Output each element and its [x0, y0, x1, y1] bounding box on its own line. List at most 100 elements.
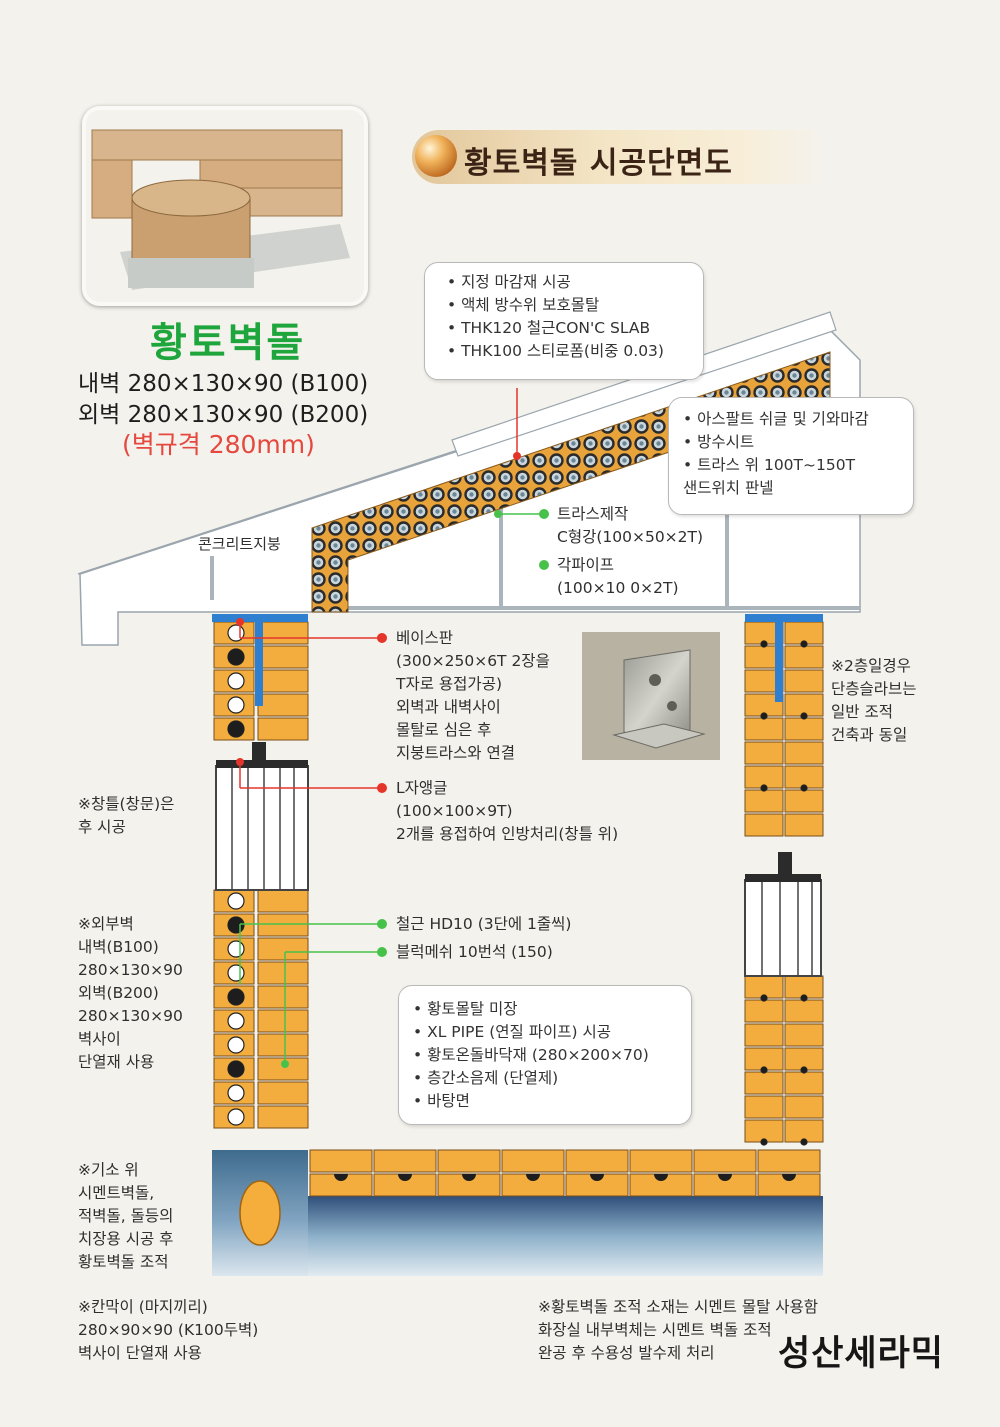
floor-pipe-hole	[334, 1174, 348, 1181]
floor-slab-base	[308, 1196, 823, 1276]
brick-course	[257, 889, 309, 913]
left-window-frame	[215, 742, 309, 891]
label-rebar: 철근 HD10 (3단에 1줄씩)	[396, 915, 572, 933]
mortar-dot	[800, 784, 808, 792]
brick-course	[744, 1071, 784, 1095]
roof-slab-upper-plate	[451, 311, 837, 457]
brick-course	[257, 669, 309, 693]
brick-course	[784, 1071, 824, 1095]
brick-course	[257, 1105, 309, 1129]
mortar-dot	[800, 994, 808, 1002]
mortar-dot	[800, 1066, 808, 1074]
right-top-plate	[745, 614, 823, 622]
page-title: 황토벽돌 시공단면도	[464, 146, 733, 181]
label-truss: 트라스제작 C형강(100×50×2T)	[557, 505, 704, 546]
brick-core-hole	[227, 648, 245, 666]
brick-core-hole	[227, 672, 245, 690]
mortar-dot	[800, 640, 808, 648]
brick-course	[784, 645, 824, 669]
label-concrete-roof: 콘크리트지붕	[198, 535, 281, 553]
right-steel-post	[775, 618, 783, 702]
product-title: 황토벽돌	[150, 319, 306, 366]
wall-size-note: (벽규격 280mm)	[122, 430, 315, 459]
brick-course	[744, 717, 784, 741]
floor-brick-row	[309, 1149, 821, 1197]
brick-course	[257, 937, 309, 961]
brick-course	[744, 813, 784, 837]
mortar-dot	[760, 640, 768, 648]
mortar-dot	[760, 994, 768, 1002]
brick-core-hole	[227, 1012, 245, 1030]
brick-core-hole	[227, 988, 245, 1006]
mortar-dot	[800, 1138, 808, 1146]
floor-pipe-hole	[398, 1174, 412, 1181]
brick-course	[257, 717, 309, 741]
brick-core-hole	[227, 940, 245, 958]
brick-core-hole	[227, 1036, 245, 1054]
brick-core-hole	[227, 964, 245, 982]
mortar-dot	[760, 1138, 768, 1146]
brick-core-hole	[227, 916, 245, 934]
floor-pipe-hole	[526, 1174, 540, 1181]
floor-brick	[437, 1149, 501, 1173]
label-note-bottom: ※황토벽돌 조적 소재는 시멘트 몰탈 사용함 화장실 내부벽체는 시멘트 벽돌…	[538, 1298, 819, 1362]
brick-course	[257, 645, 309, 669]
mortar-dot	[760, 712, 768, 720]
label-second-floor: ※2층일경우 단층슬라브는 일반 조적 건축과 동일	[831, 657, 917, 744]
brick-course	[744, 1095, 784, 1119]
brick-core-hole	[227, 892, 245, 910]
outer-wall-spec: 외벽 280×130×90 (B200)	[78, 402, 369, 428]
floor-pipe-hole	[718, 1174, 732, 1181]
foundation-pipe	[239, 1180, 281, 1246]
brick-course	[257, 913, 309, 937]
label-foundation: ※기소 위 시멘트벽돌, 적벽돌, 돌등의 치장용 시공 후 황토벽돌 조적	[78, 1161, 174, 1271]
inner-wall-spec: 내벽 280×130×90 (B100)	[78, 371, 369, 397]
brick-photo-frame	[82, 106, 368, 306]
brick-core-hole	[227, 696, 245, 714]
floor-brick	[373, 1149, 437, 1173]
right-brick-wall	[744, 621, 824, 1146]
mortar-dot	[760, 1066, 768, 1074]
brick-course	[784, 789, 824, 813]
brick-course	[257, 693, 309, 717]
left-steel-post	[255, 616, 263, 706]
brick-course	[257, 1057, 309, 1081]
floor-brick	[501, 1149, 565, 1173]
brick-course	[784, 669, 824, 693]
header-bar	[412, 130, 824, 184]
header-ball-icon	[415, 135, 457, 177]
callout-roof-top: • 지정 마감재 시공 • 액체 방수위 보호몰탈 • THK120 철근CON…	[424, 262, 704, 380]
label-window: ※창틀(창문)은 후 시공	[78, 795, 175, 836]
brick-course	[257, 621, 309, 645]
brick-course	[257, 1033, 309, 1057]
brick-course	[784, 1095, 824, 1119]
brick-course	[784, 717, 824, 741]
brick-course	[784, 1023, 824, 1047]
label-square-pipe: 각파이프 (100×10 0×2T)	[557, 556, 679, 597]
brick-core-hole	[227, 1108, 245, 1126]
callout-floor: • 황토몰탈 미장 • XL PIPE (연질 파이프) 시공 • 황토온돌바닥…	[398, 985, 692, 1125]
label-block-mesh: 블럭메쉬 10번석 (150)	[396, 943, 553, 961]
brick-course	[744, 999, 784, 1023]
callout-roof-right: • 아스팔트 쉬글 및 기와마감 • 방수시트 • 트라스 위 100T~150…	[668, 397, 914, 515]
brick-course	[744, 1023, 784, 1047]
mortar-dot	[800, 712, 808, 720]
brick-core-hole	[227, 1060, 245, 1078]
brick-core-hole	[227, 720, 245, 738]
floor-brick	[757, 1149, 821, 1173]
brick-course	[744, 789, 784, 813]
brick-course	[257, 1081, 309, 1105]
floor-brick	[309, 1149, 373, 1173]
brick-course	[784, 813, 824, 837]
floor-pipe-hole	[654, 1174, 668, 1181]
label-partition: ※칸막이 (마지끼리) 280×90×90 (K100두벽) 벽사이 단열재 사…	[78, 1298, 259, 1362]
floor-brick	[693, 1149, 757, 1173]
brick-course	[744, 741, 784, 765]
brick-course	[257, 1009, 309, 1033]
floor-pipe-hole	[782, 1174, 796, 1181]
floor-brick	[565, 1149, 629, 1173]
label-outer-wall: ※외부벽 내벽(B100) 280×130×90 외벽(B200) 280×13…	[78, 915, 183, 1071]
brick-course	[784, 741, 824, 765]
label-l-angle: L자앵글 (100×100×9T) 2개를 용접하여 인방처리(창틀 위)	[396, 779, 619, 843]
brand-name: 성산세라믹	[778, 1334, 945, 1374]
